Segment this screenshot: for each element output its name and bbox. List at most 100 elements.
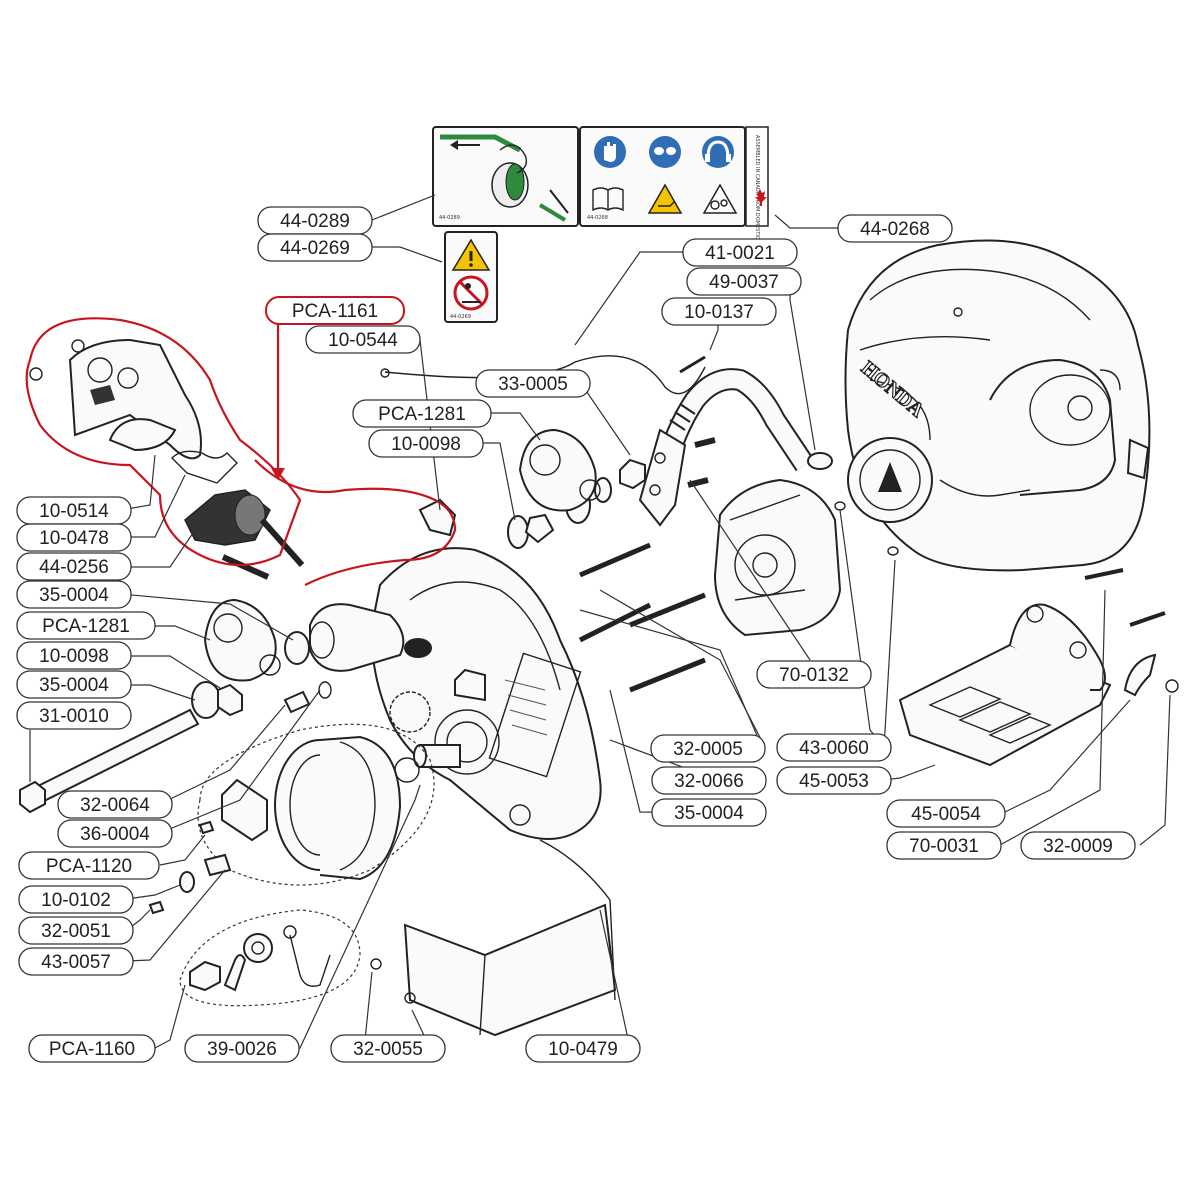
decal-number-2: 44-0268 — [587, 215, 608, 221]
tube-bracket — [507, 428, 687, 549]
svg-text:44-0269: 44-0269 — [280, 238, 350, 259]
svg-text:35-0004: 35-0004 — [39, 675, 109, 696]
callout-44-0289: 44-0289 — [257, 206, 373, 235]
pca-1161-arrow-head — [271, 468, 285, 480]
svg-text:70-0031: 70-0031 — [909, 836, 979, 857]
svg-text:PCA-1161: PCA-1161 — [292, 301, 378, 322]
callout-33-0005: 33-0005 — [475, 369, 591, 398]
svg-text:35-0004: 35-0004 — [39, 585, 109, 606]
callout-44-0269: 44-0269 — [257, 233, 373, 262]
tensioner-upper — [518, 428, 601, 512]
shaft-rod — [19, 708, 200, 814]
callout-70-0132: 70-0132 — [756, 660, 872, 689]
callout-43-0057: 43-0057 — [18, 947, 134, 976]
svg-text:32-0051: 32-0051 — [41, 921, 111, 942]
callout-70-0031: 70-0031 — [886, 831, 1002, 860]
callout-35-0004-c: 35-0004 — [651, 798, 767, 827]
callout-10-0514: 10-0514 — [16, 496, 132, 525]
svg-text:35-0004: 35-0004 — [674, 803, 744, 824]
svg-text:39-0026: 39-0026 — [207, 1039, 277, 1060]
callout-35-0004-b: 35-0004 — [16, 670, 132, 699]
callout-10-0137: 10-0137 — [661, 297, 777, 326]
callout-41-0021: 41-0021 — [682, 238, 798, 267]
svg-text:32-0066: 32-0066 — [674, 771, 744, 792]
svg-text:33-0005: 33-0005 — [498, 374, 568, 395]
svg-text:10-0514: 10-0514 — [39, 501, 109, 522]
svg-text:43-0060: 43-0060 — [799, 738, 869, 759]
tensioner-lower — [191, 598, 332, 719]
gear-cover — [713, 478, 842, 637]
callout-39-0026: 39-0026 — [184, 1034, 300, 1063]
callout-10-0098-lower: 10-0098 — [16, 641, 132, 670]
bolts — [578, 437, 1179, 693]
engine-mount-plate — [898, 603, 1157, 767]
svg-text:41-0021: 41-0021 — [705, 243, 775, 264]
callout-44-0256: 44-0256 — [16, 552, 132, 581]
callout-44-0268: 44-0268 — [837, 214, 953, 243]
guard-bracket — [370, 839, 617, 1037]
svg-text:32-0055: 32-0055 — [353, 1039, 423, 1060]
exhaust-tube — [654, 368, 899, 556]
decal-number-1: 44-0289 — [439, 215, 460, 221]
callout-32-0051: 32-0051 — [18, 916, 134, 945]
svg-text:10-0544: 10-0544 — [328, 330, 398, 351]
pca-1161-highlight-loop — [25, 317, 302, 567]
callout-PCA-1120: PCA-1120 — [18, 851, 160, 880]
svg-text:PCA-1120: PCA-1120 — [46, 856, 132, 877]
pca-1161-parts — [29, 338, 457, 580]
callout-10-0098-upper: 10-0098 — [368, 429, 484, 458]
svg-text:45-0054: 45-0054 — [911, 804, 981, 825]
svg-text:44-0268: 44-0268 — [860, 219, 930, 240]
callout-32-0066: 32-0066 — [651, 766, 767, 795]
callout-49-0037: 49-0037 — [686, 267, 802, 296]
svg-text:44-0256: 44-0256 — [39, 557, 109, 578]
callout-31-0010: 31-0010 — [16, 701, 132, 730]
callout-10-0479: 10-0479 — [525, 1034, 641, 1063]
callout-10-0102: 10-0102 — [18, 885, 134, 914]
svg-text:70-0132: 70-0132 — [779, 665, 849, 686]
decal-number-3: 44-0269 — [450, 314, 471, 320]
callout-PCA-1161: PCA-1161 — [265, 296, 405, 325]
svg-text:10-0102: 10-0102 — [41, 890, 111, 911]
svg-text:32-0005: 32-0005 — [673, 739, 743, 760]
svg-text:32-0064: 32-0064 — [80, 795, 150, 816]
callout-10-0544: 10-0544 — [305, 325, 421, 354]
svg-text:32-0009: 32-0009 — [1043, 836, 1113, 857]
svg-text:49-0037: 49-0037 — [709, 272, 779, 293]
callout-32-0055: 32-0055 — [330, 1034, 446, 1063]
engine: HONDA — [844, 239, 1151, 572]
svg-text:10-0098: 10-0098 — [39, 646, 109, 667]
callout-36-0004: 36-0004 — [57, 819, 173, 848]
svg-text:PCA-1160: PCA-1160 — [49, 1039, 135, 1060]
svg-text:10-0479: 10-0479 — [548, 1039, 618, 1060]
callout-labels: 44-0289 44-0269 44-0268 41-0021 49-0037 … — [16, 206, 1136, 1063]
decal-44-0268: 44-0268 ASSEMBLED IN CANADA FROM DOMESTI… — [579, 126, 769, 293]
svg-text:10-0137: 10-0137 — [684, 302, 754, 323]
callout-32-0009: 32-0009 — [1020, 831, 1136, 860]
callout-43-0060: 43-0060 — [776, 733, 892, 762]
svg-text:43-0057: 43-0057 — [41, 952, 111, 973]
callout-10-0478: 10-0478 — [16, 523, 132, 552]
gearbox-housing — [309, 547, 602, 840]
decal-notice-text: ASSEMBLED IN CANADA FROM DOMESTIC AND FO… — [754, 135, 760, 293]
svg-text:31-0010: 31-0010 — [39, 706, 109, 727]
drum-group-outline — [197, 723, 435, 886]
callout-PCA-1281-upper: PCA-1281 — [352, 399, 492, 428]
pca-1160-parts — [189, 925, 331, 992]
svg-text:10-0478: 10-0478 — [39, 528, 109, 549]
drum-retainer-parts — [148, 757, 420, 915]
decal-44-0289: 44-0289 — [432, 126, 579, 227]
svg-text:PCA-1281: PCA-1281 — [42, 616, 130, 637]
callout-PCA-1160: PCA-1160 — [28, 1034, 156, 1063]
callout-32-0005: 32-0005 — [650, 734, 766, 763]
callout-45-0053: 45-0053 — [776, 766, 892, 795]
pca-1160-outline — [179, 909, 361, 1007]
callout-35-0004-a: 35-0004 — [16, 580, 132, 609]
svg-text:45-0053: 45-0053 — [799, 771, 869, 792]
svg-text:36-0004: 36-0004 — [80, 824, 150, 845]
svg-text:44-0289: 44-0289 — [280, 211, 350, 232]
callout-45-0054: 45-0054 — [886, 799, 1006, 828]
callout-PCA-1281-lower: PCA-1281 — [16, 611, 156, 640]
capstan-drum — [274, 735, 402, 881]
